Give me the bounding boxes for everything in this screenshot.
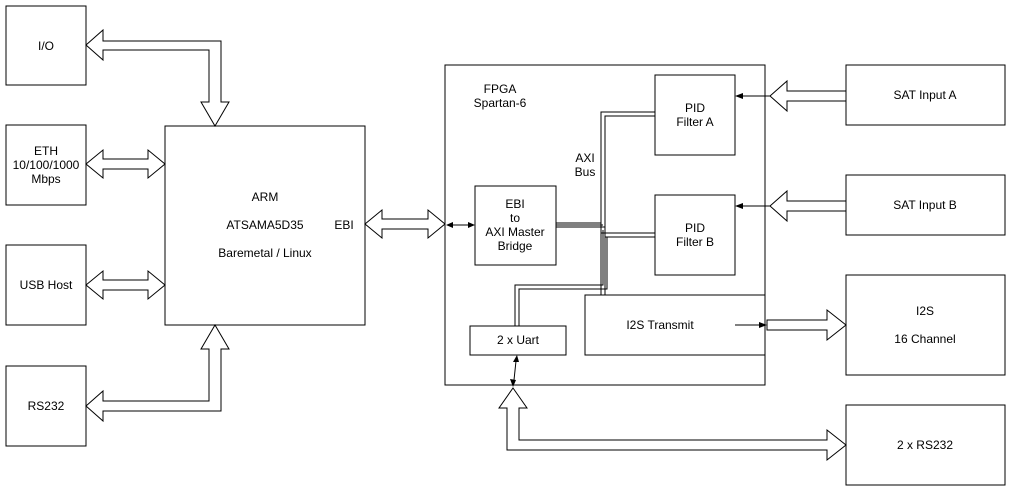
io-label: I/O — [38, 39, 54, 53]
rs232-block — [5, 365, 87, 447]
eth-label-line3: Mbps — [31, 172, 60, 186]
rs232-label: RS232 — [28, 399, 65, 413]
pid-filter-a-block — [654, 74, 736, 156]
arm-os-label: Baremetal / Linux — [218, 246, 311, 260]
sat-a-input-arrow — [769, 79, 847, 113]
sat-input-b-label: SAT Input B — [893, 198, 957, 212]
usb-host-block — [5, 244, 87, 326]
fpga-label: FPGA — [484, 82, 517, 96]
uart-rs232x2-arrow — [498, 387, 847, 462]
ebi-bridge-label-line2: to — [510, 211, 520, 225]
i2s-transmit-label: I2S Transmit — [626, 318, 694, 332]
io-arm-arrow — [85, 28, 230, 127]
eth-label-line1: ETH — [34, 144, 58, 158]
pid-filter-b-label-line2: Filter B — [676, 235, 714, 249]
pid-filter-a-label-line2: Filter A — [676, 115, 713, 129]
axi-bus-wires — [514, 111, 655, 326]
pid-filter-b-label-line1: PID — [685, 221, 705, 235]
rs232x2-label: 2 x RS232 — [897, 438, 953, 452]
fpga-bridge-connector — [446, 222, 475, 228]
arm-ebi-label: EBI — [334, 218, 353, 232]
eth-label-line2: 10/100/1000 — [13, 158, 80, 172]
ebi-bridge-label-line1: EBI — [505, 197, 524, 211]
sat-b-pid-connector — [735, 203, 770, 209]
axi-bus-label-line2: Bus — [575, 165, 596, 179]
sat-a-pid-connector — [735, 93, 770, 99]
uart-block — [469, 325, 567, 356]
sat-input-a-block — [845, 64, 1006, 126]
sat-input-b-block — [845, 174, 1006, 236]
usb-arm-arrow — [85, 269, 166, 301]
uart-label: 2 x Uart — [497, 333, 540, 347]
i2s-output-block — [845, 274, 1006, 376]
ebi-axi-bridge-block — [474, 185, 557, 266]
arm-label: ARM — [252, 190, 279, 204]
i2s-output-label-line2: 16 Channel — [894, 332, 955, 346]
arm-block — [164, 125, 366, 326]
pid-filter-b-block — [654, 194, 736, 276]
i2s-output-arrow — [766, 308, 847, 342]
axi-bus-label-line1: AXI — [575, 151, 594, 165]
ebi-bridge-label-line4: Bridge — [498, 239, 533, 253]
rs232x2-block — [845, 404, 1006, 486]
sat-b-input-arrow — [769, 189, 847, 223]
eth-block — [5, 124, 87, 206]
ebi-bridge-label-line3: AXI Master — [485, 225, 544, 239]
arm-part-label: ATSAMA5D35 — [226, 218, 303, 232]
uart-rs232-connector — [510, 355, 519, 387]
fpga-family-label: Spartan-6 — [474, 96, 527, 110]
ebi-arm-fpga-arrow — [364, 208, 446, 240]
io-block — [5, 5, 87, 86]
pid-filter-a-label-line1: PID — [685, 101, 705, 115]
i2s-output-label-line1: I2S — [916, 304, 934, 318]
i2s-transmit-connector — [735, 322, 767, 328]
eth-arm-arrow — [85, 148, 166, 180]
usb-host-label: USB Host — [20, 278, 73, 292]
rs232-arm-arrow — [85, 324, 230, 423]
sat-input-a-label: SAT Input A — [894, 88, 957, 102]
